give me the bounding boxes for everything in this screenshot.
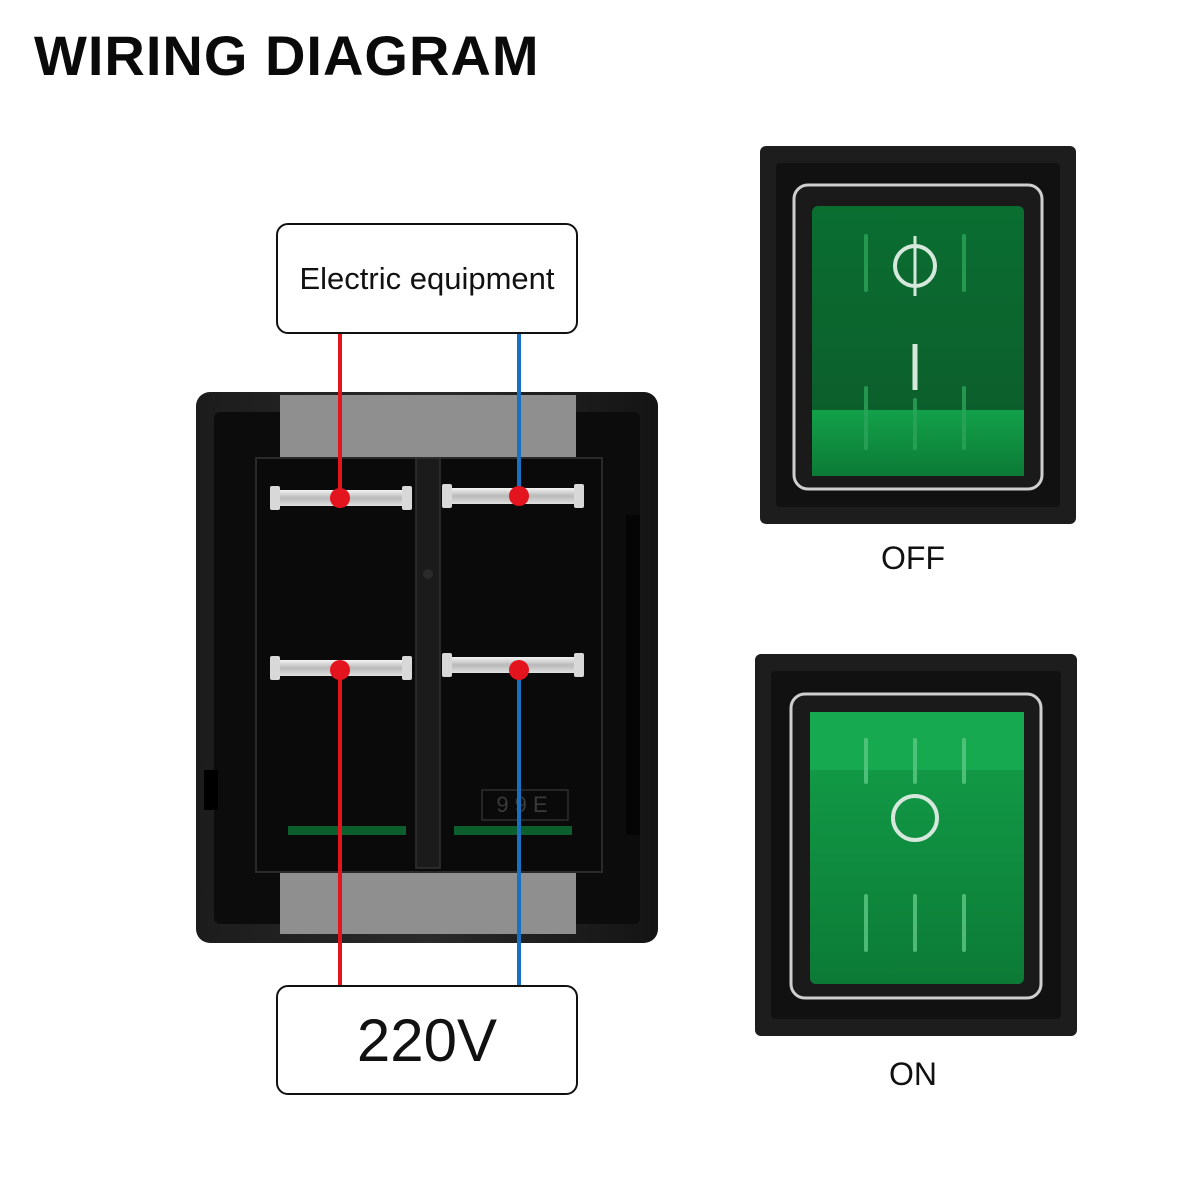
terminal-bottom-left [270,656,412,680]
on-rocker [810,712,1024,984]
electric-equipment-box: Electric equipment [276,223,578,334]
connection-dot-top-left [330,488,350,508]
led-window-left [288,826,406,835]
on-state-label: ON [889,1056,937,1092]
mounting-clip-bottom [280,872,576,934]
switch-rear-view: 9 9 E [196,392,658,943]
power-off-symbol-icon [891,794,939,842]
connection-dot-top-right [509,486,529,506]
connection-dot-bottom-right [509,660,529,680]
power-supply-label: 220V [356,1006,498,1074]
switch-front-off [760,146,1076,524]
mounting-clip-top [280,395,576,459]
diagram-title: WIRING DIAGRAM [34,24,540,87]
terminal-divider [415,457,441,869]
off-rocker-lower-face [812,410,1024,476]
electric-equipment-label: Electric equipment [299,260,555,296]
switch-marking: 9 9 E [496,792,547,817]
housing-notch-left [204,770,218,810]
wires [330,334,529,985]
divider-rivet [423,569,433,579]
switch-marking-frame [481,789,569,821]
led-window-right [454,826,572,835]
housing-notch-right [626,515,640,835]
switch-front-on [755,654,1077,1036]
power-supply-box: 220V [276,985,578,1095]
connection-dot-bottom-left [330,660,350,680]
off-state-label: OFF [881,540,945,576]
